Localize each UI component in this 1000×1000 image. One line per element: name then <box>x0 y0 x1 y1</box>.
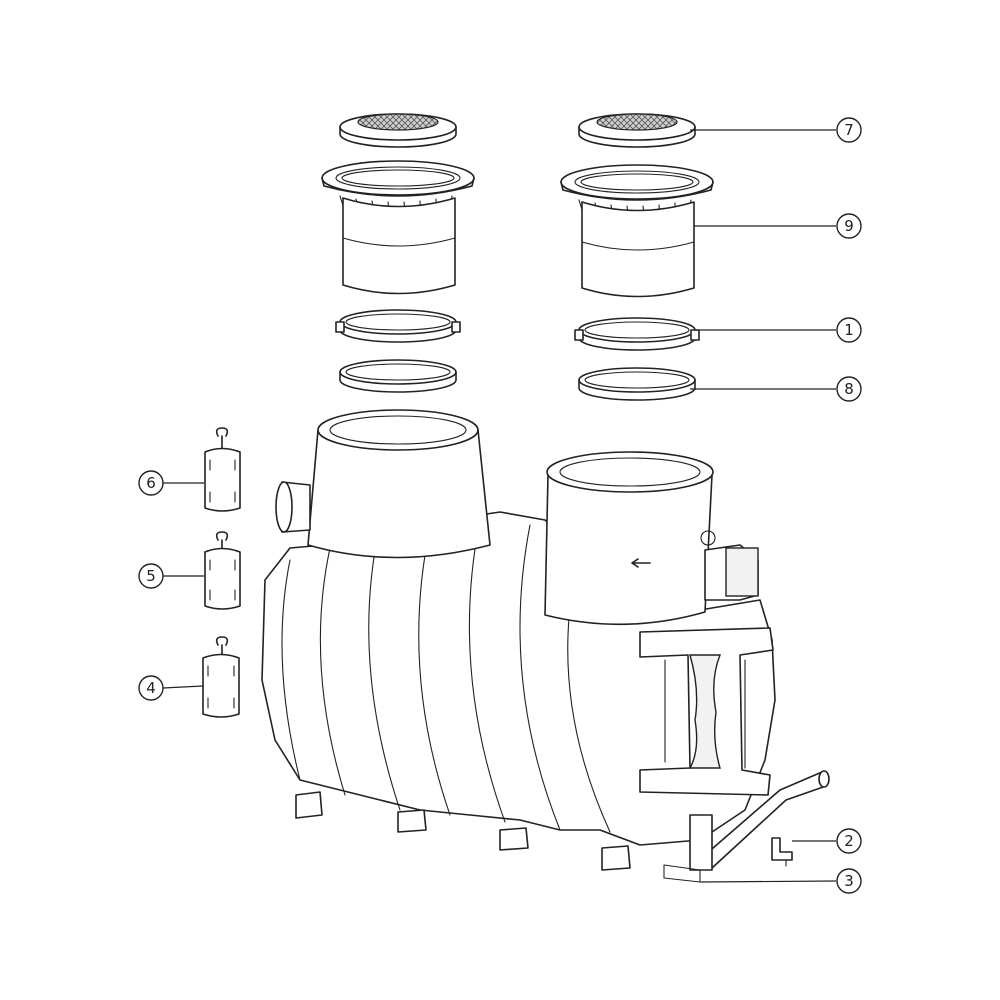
left-locking-ring <box>335 309 461 343</box>
filter-cartridge-4 <box>202 636 240 718</box>
callout-9: 9 <box>836 213 862 239</box>
callout-4: 4 <box>138 675 164 701</box>
left-manhole-cover <box>339 113 457 148</box>
right-locking-ring <box>574 317 700 351</box>
callout-2: 2 <box>836 828 862 854</box>
callout-4-label: 4 <box>146 679 156 697</box>
callout-4-circle <box>138 675 164 701</box>
callout-6: 6 <box>138 470 164 496</box>
right-manhole-cover <box>578 113 696 148</box>
callout-5-label: 5 <box>146 567 156 585</box>
left-seal-ring <box>339 359 457 393</box>
callout-3-circle <box>836 868 862 894</box>
callout-9-label: 9 <box>844 217 854 235</box>
callout-6-circle <box>138 470 164 496</box>
filter-cartridge-5 <box>204 531 241 610</box>
callout-2-circle <box>836 828 862 854</box>
right-seal-ring <box>578 367 696 401</box>
callout-5-circle <box>138 563 164 589</box>
drain-valve-fitting <box>771 837 793 867</box>
right-shaft-extension <box>560 164 714 298</box>
callout-leaders <box>162 129 837 883</box>
callout-8: 8 <box>836 376 862 402</box>
callout-2-label: 2 <box>844 832 854 850</box>
callout-5: 5 <box>138 563 164 589</box>
callout-6-label: 6 <box>146 474 156 492</box>
callout-9-circle <box>836 213 862 239</box>
callout-3: 3 <box>836 868 862 894</box>
filter-cartridge-6 <box>204 427 241 512</box>
left-shaft-extension <box>321 160 475 295</box>
callout-7-label: 7 <box>844 121 854 139</box>
callout-7-circle <box>836 117 862 143</box>
callout-1-circle <box>836 317 862 343</box>
callout-1: 1 <box>836 317 862 343</box>
callout-8-label: 8 <box>844 380 854 398</box>
septic-tank-body <box>261 409 830 883</box>
callout-7: 7 <box>836 117 862 143</box>
callout-3-label: 3 <box>844 872 854 890</box>
callout-1-label: 1 <box>844 321 854 339</box>
callout-8-circle <box>836 376 862 402</box>
